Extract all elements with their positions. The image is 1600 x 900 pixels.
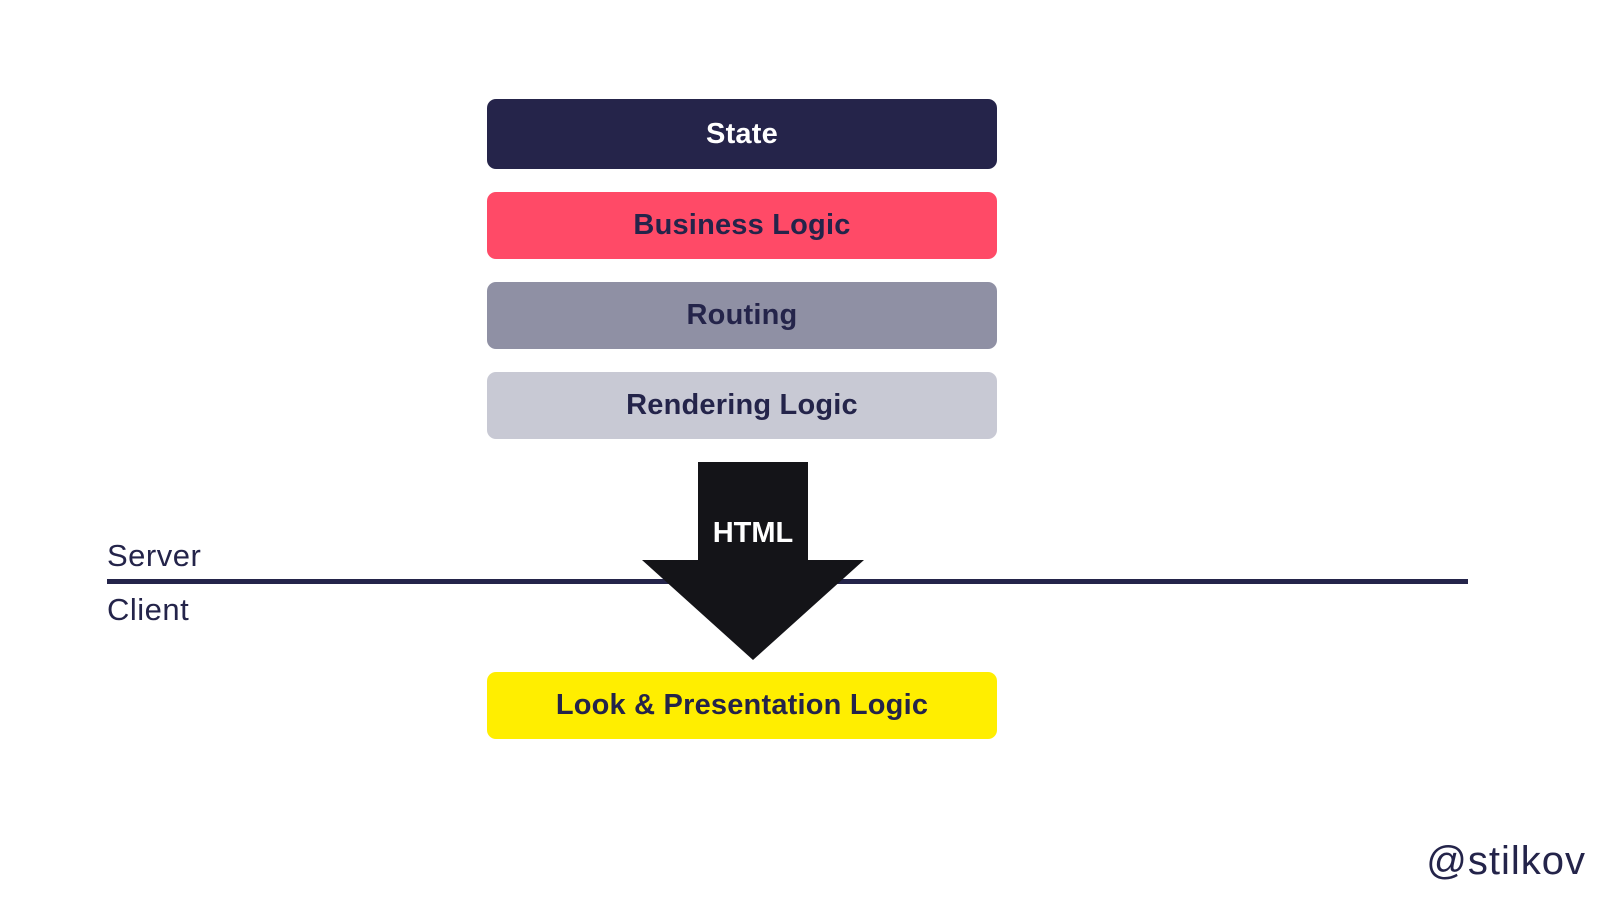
layer-routing: Routing (487, 282, 997, 349)
layer-look-presentation-logic: Look & Presentation Logic (487, 672, 997, 739)
arrow-label-html: HTML (712, 517, 794, 549)
layer-business-logic: Business Logic (487, 192, 997, 259)
client-label: Client (107, 592, 190, 627)
down-arrow-shape (642, 462, 864, 660)
layer-rendering-logic-label: Rendering Logic (626, 389, 858, 421)
layer-rendering-logic: Rendering Logic (487, 372, 997, 439)
author-handle: @stilkov (1426, 839, 1586, 883)
layer-state-label: State (706, 117, 778, 150)
layer-business-logic-label: Business Logic (633, 209, 851, 241)
layer-state: State (487, 99, 997, 169)
server-label: Server (107, 538, 202, 573)
layer-routing-label: Routing (686, 299, 798, 331)
down-arrow-icon (642, 462, 864, 660)
layer-look-presentation-logic-label: Look & Presentation Logic (555, 689, 929, 721)
